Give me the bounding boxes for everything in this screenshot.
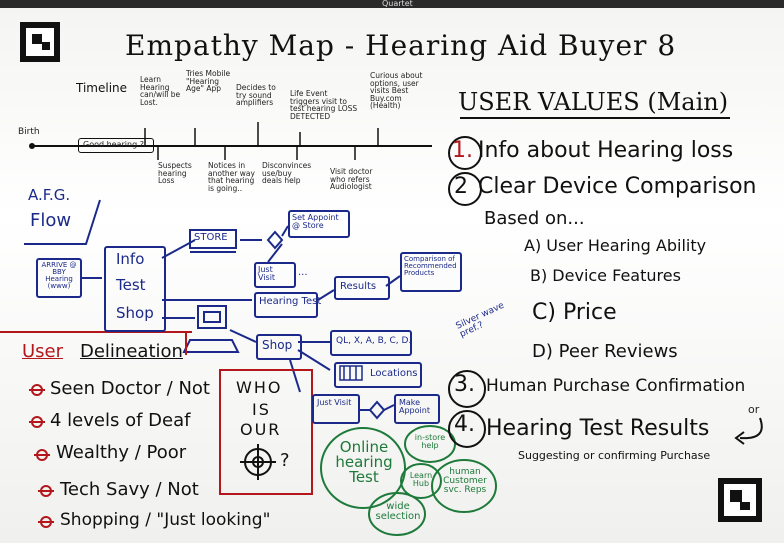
timeline-event-amplifiers: Decides to try sound amplifiers bbox=[236, 83, 276, 107]
wide-selection-oval: wide selection bbox=[375, 501, 421, 522]
sub-value: A) User Hearing Ability bbox=[524, 236, 707, 255]
sub-value: D) Peer Reviews bbox=[532, 341, 678, 362]
value-3-circle bbox=[448, 370, 486, 408]
delineation-item: Tech Savy / Not bbox=[60, 479, 199, 500]
afg-label: A.F.G. bbox=[28, 186, 71, 204]
flow-info: Info bbox=[116, 250, 145, 268]
based-on: Based on... bbox=[484, 208, 585, 229]
timeline-label: Timeline bbox=[76, 81, 128, 95]
fiducial-marker-bottom-right bbox=[718, 478, 762, 522]
timeline-event-disconvinces: Disconvinces use/buy deals help bbox=[262, 161, 312, 185]
locations-box: Locations bbox=[334, 362, 422, 388]
learn-hub-oval: Learn Hub bbox=[409, 471, 433, 488]
fiducial-marker-top-left bbox=[20, 22, 60, 62]
just-visit2-box: Just Visit bbox=[312, 394, 360, 424]
set-appoint-box: Set Appoint @ Store bbox=[288, 210, 350, 238]
value-4-circle bbox=[448, 410, 486, 448]
flow-test: Test bbox=[116, 276, 146, 294]
human-oval: human Customer svc. Reps bbox=[443, 467, 487, 495]
in-store-oval: in-store help bbox=[414, 433, 446, 450]
delineation-title: Delineation bbox=[80, 341, 183, 362]
make-appoint-box: Make Appoint bbox=[394, 394, 440, 424]
results-box: Results bbox=[334, 276, 390, 300]
hearing-test-box: Hearing Test bbox=[254, 292, 321, 318]
brand-label: Quartet bbox=[382, 0, 413, 8]
value-3: Human Purchase Confirmation bbox=[486, 376, 746, 396]
flow-label: Flow bbox=[30, 210, 72, 231]
timeline-event-suspects: Suspects hearing Loss bbox=[158, 161, 192, 185]
store-label: STORE bbox=[194, 232, 228, 243]
delineation-item: Seen Doctor / Not bbox=[50, 378, 210, 399]
timeline-event-doctor: Visit doctor who refers Audiologist bbox=[330, 167, 373, 191]
timeline-event-app: Tries Mobile "Hearing Age" App bbox=[186, 69, 231, 93]
who-line2: IS bbox=[252, 400, 271, 419]
who-question: ? bbox=[280, 450, 290, 471]
or-label: or bbox=[748, 403, 760, 416]
value-2-num: 2 bbox=[454, 174, 468, 199]
who-line1: WHO bbox=[236, 378, 283, 397]
online-test-oval: Online hearing Test bbox=[335, 438, 393, 486]
timeline-event-notices: Notices in another way that hearing is g… bbox=[208, 161, 255, 193]
timeline-event-learn: Learn Hearing can/will be Lost. bbox=[140, 75, 181, 107]
just-visit-box: Just Visit bbox=[254, 262, 296, 288]
value-4: Hearing Test Results bbox=[486, 416, 710, 441]
shop2-box: Shop bbox=[256, 334, 302, 360]
values-title: USER VALUES (Main) bbox=[458, 88, 729, 116]
delineation-user: User bbox=[22, 341, 64, 362]
who-line3: OUR bbox=[240, 420, 282, 439]
delineation-item: 4 levels of Deaf bbox=[50, 410, 191, 431]
info-test-shop-box bbox=[104, 246, 166, 332]
value-4-sub: Suggesting or confirming Purchase bbox=[518, 449, 711, 462]
good-hearing-box: Good hearing ? bbox=[78, 138, 154, 153]
timeline-event-life: Life Event triggers visit to test hearin… bbox=[290, 89, 358, 121]
delineation-item: Wealthy / Poor bbox=[56, 442, 187, 463]
value-4-num: 4. bbox=[454, 412, 475, 437]
ql-box: QL, X, A, B, C, D. bbox=[330, 330, 412, 356]
value-3-num: 3. bbox=[454, 372, 475, 397]
comparison-box: Comparison of Recommended Products bbox=[400, 252, 462, 292]
timeline-birth: Birth bbox=[18, 127, 40, 137]
board-title: Empathy Map - Hearing Aid Buyer 8 bbox=[125, 29, 677, 62]
value-1: Info about Hearing loss bbox=[478, 138, 734, 163]
sub-value: C) Price bbox=[532, 300, 617, 325]
board-top-edge bbox=[0, 0, 784, 8]
ellipsis: ... bbox=[298, 267, 308, 278]
value-2-circle bbox=[448, 172, 482, 206]
value-1-num: 1. bbox=[452, 138, 473, 163]
timeline-event-curious: Curious about options, user visits Best … bbox=[370, 71, 423, 110]
laptop-sketch bbox=[182, 305, 240, 353]
flow-shop: Shop bbox=[116, 304, 154, 322]
delineation-item: Shopping / "Just looking" bbox=[60, 510, 271, 530]
value-2: Clear Device Comparison bbox=[478, 174, 757, 199]
sub-value: B) Device Features bbox=[530, 266, 681, 285]
value-1-circle bbox=[448, 136, 482, 170]
arrive-box: ARRIVE @ BBY Hearing (www) bbox=[36, 258, 82, 298]
